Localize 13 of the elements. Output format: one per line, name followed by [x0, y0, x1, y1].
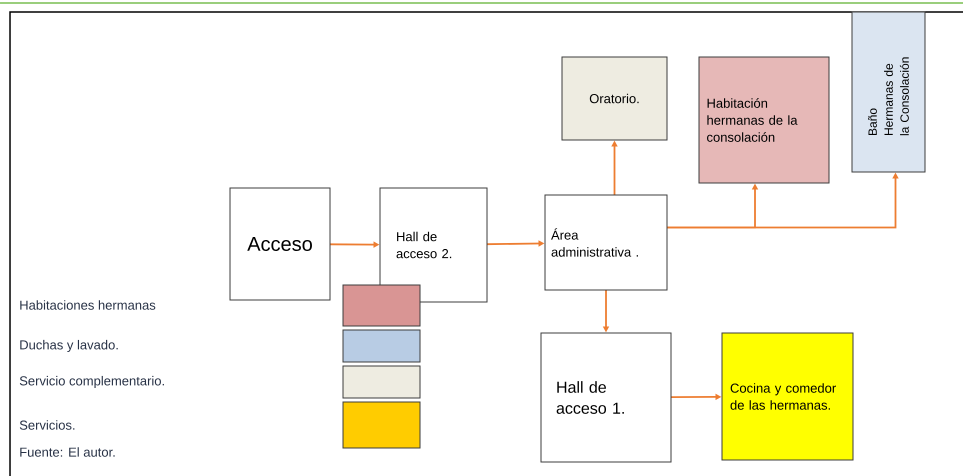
- room-box: Cocina y comedor de las hermanas.: [722, 332, 854, 460]
- legend-text: Habitaciones hermanas: [20, 300, 156, 310]
- room-box: Área administrativa .: [544, 194, 668, 290]
- room-box: Oratorio.: [562, 56, 668, 140]
- room-box: Baño Hermanas de la Consolación: [852, 12, 926, 172]
- source-note: Fuente: El autor.: [20, 447, 115, 457]
- room-box: Hall de acceso 1.: [540, 332, 672, 462]
- legend-text: Servicio complementario.: [20, 376, 164, 388]
- room-box: Hall de acceso 2.: [380, 188, 488, 302]
- room-box: Habitación hermanas de la consolación: [698, 56, 830, 184]
- room-box: Acceso: [230, 188, 330, 300]
- legend-text: Duchas y lavado.: [20, 340, 118, 352]
- legend-text: Servicios.: [20, 420, 74, 430]
